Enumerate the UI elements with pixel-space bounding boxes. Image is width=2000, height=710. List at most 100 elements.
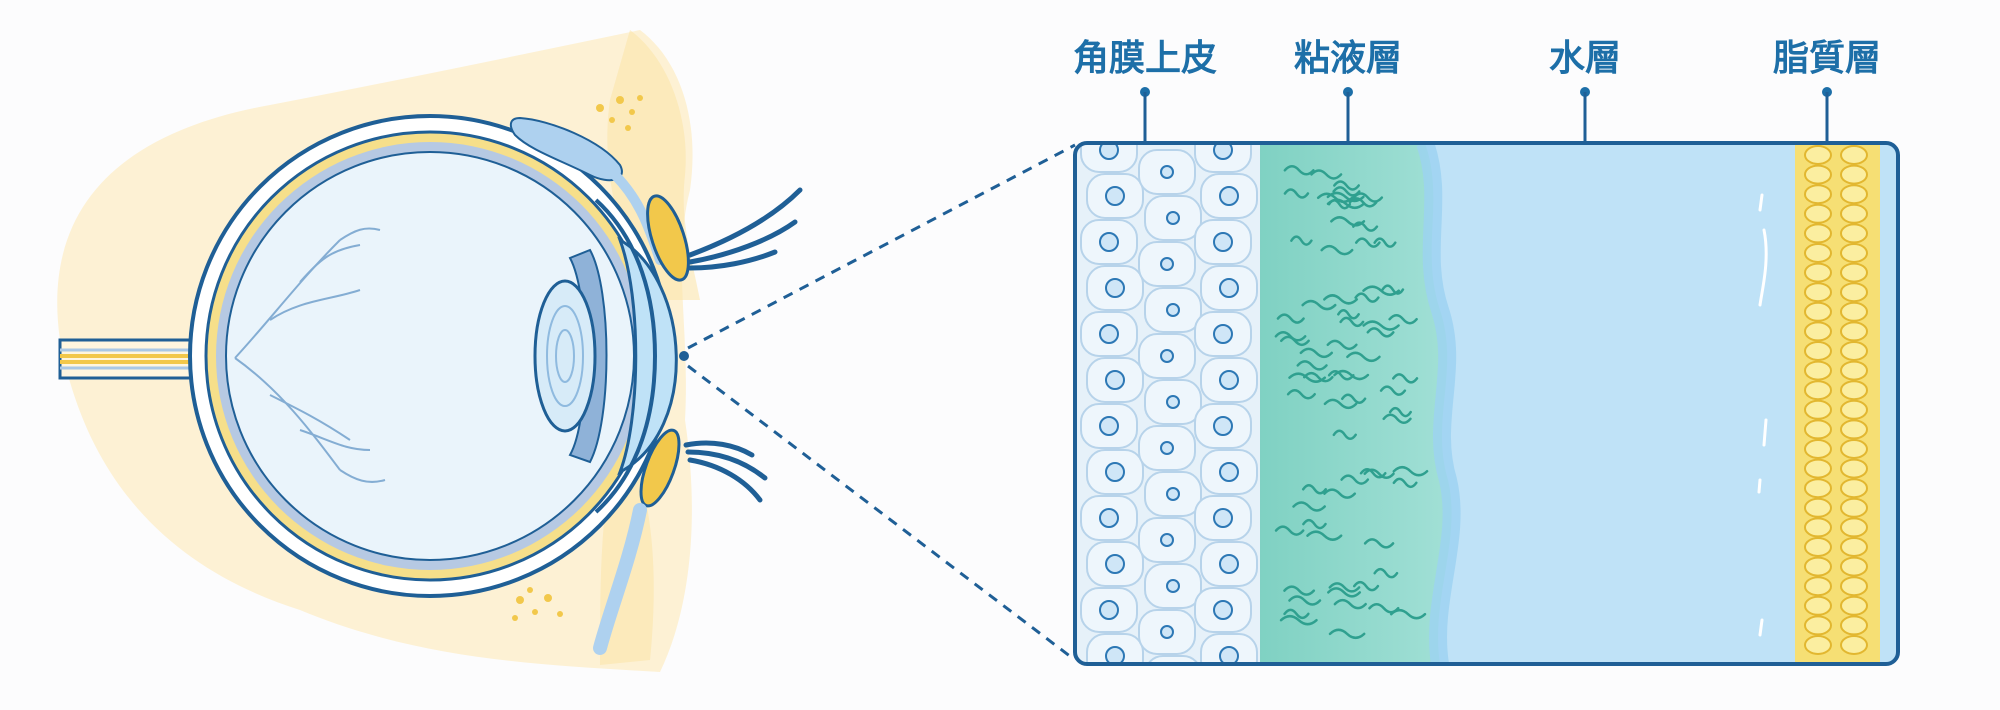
meibomian-gland-upper <box>646 194 690 282</box>
eyelashes-lower <box>683 440 768 503</box>
cell-nucleus <box>1099 508 1119 528</box>
vitreous-body <box>225 151 635 561</box>
mucin-strand <box>1326 191 1365 203</box>
cornea <box>617 236 678 476</box>
lipid-bead <box>1804 301 1832 322</box>
lipid-bead <box>1840 164 1868 185</box>
lipid-bead <box>1804 203 1832 224</box>
label-lipid-layer: 脂質層 <box>1773 38 1881 143</box>
lipid-bead <box>1804 439 1832 459</box>
mucin-strand <box>1328 628 1366 640</box>
mucin-strand <box>1339 316 1365 328</box>
mucin-strand <box>1362 285 1401 296</box>
lipid-bead <box>1840 360 1868 381</box>
mucin-strand <box>1323 294 1359 305</box>
mucin-strand <box>1306 530 1343 541</box>
mucin-strand <box>1340 474 1370 485</box>
mucin-strand <box>1368 603 1400 614</box>
lipid-bead <box>1840 537 1868 557</box>
fat-dots <box>512 95 643 621</box>
lipid-bead <box>1804 537 1832 557</box>
meibomian-gland-lower <box>639 428 681 508</box>
cell-nucleus <box>1105 554 1125 574</box>
lipid-bead <box>1804 478 1832 499</box>
mucin-strand <box>1333 180 1361 191</box>
lipid-bead <box>1804 517 1832 538</box>
lipid-bead <box>1840 145 1868 165</box>
label-lipid-layer-text: 脂質層 <box>1773 38 1881 79</box>
lipid-bead <box>1804 164 1832 185</box>
lipid-bead <box>1840 576 1868 597</box>
cell-nucleus <box>1213 143 1233 160</box>
mucin-strand <box>1290 235 1313 246</box>
mucin-strand <box>1323 488 1357 499</box>
lipid-bead <box>1840 262 1868 283</box>
tear-film-magnified <box>1075 143 1898 664</box>
mucin-strand <box>1301 484 1327 495</box>
lipid-bead <box>1804 341 1832 361</box>
label-mucin-layer-text: 粘液層 <box>1294 38 1402 79</box>
lipid-bead <box>1804 243 1832 263</box>
cell-nucleus <box>1099 143 1119 160</box>
lipid-bead <box>1804 282 1832 303</box>
cell-nucleus <box>1219 554 1239 574</box>
mucin-strand <box>1288 372 1327 383</box>
lipid-bead <box>1840 615 1868 636</box>
cell-nucleus <box>1099 232 1119 252</box>
epithelium-cells <box>1080 143 1258 664</box>
cell-nucleus <box>1219 462 1239 482</box>
mucin-strand <box>1348 197 1378 208</box>
mucin-strand <box>1352 580 1380 592</box>
cell-nucleus <box>1166 211 1180 225</box>
mucin-strand <box>1316 192 1354 204</box>
cell-nucleus <box>1219 186 1239 206</box>
lipid-bead <box>1840 184 1868 205</box>
mucin-strand <box>1363 538 1395 549</box>
lipid-bead <box>1804 262 1832 283</box>
mucin-strand <box>1303 371 1334 383</box>
mucin-strand <box>1301 299 1337 311</box>
mucin-strand <box>1279 335 1310 347</box>
lipid-bead <box>1804 458 1832 479</box>
mucin-strand <box>1392 477 1418 489</box>
mucin-strand <box>1392 465 1429 477</box>
mucin-strand <box>1388 406 1412 418</box>
mucin-strand <box>1362 320 1400 331</box>
lipid-bead <box>1804 635 1832 655</box>
mucin-strand <box>1299 347 1334 359</box>
cell-nucleus <box>1160 257 1174 271</box>
cell-nucleus <box>1099 324 1119 344</box>
mucin-strand <box>1326 198 1366 210</box>
lipid-bead <box>1840 556 1868 577</box>
mucin-strand <box>1381 284 1405 295</box>
cell-nucleus <box>1166 395 1180 409</box>
mucin-strand <box>1354 292 1380 303</box>
retinal-vessels <box>234 227 386 483</box>
lipid-bead <box>1840 439 1868 459</box>
mucin-strand <box>1327 370 1355 381</box>
corneal-sample-point <box>679 351 689 361</box>
lacrimal-gland <box>509 116 623 182</box>
mucin-strand <box>1326 339 1358 351</box>
mucin-strand <box>1283 165 1315 176</box>
mucin-strand <box>1382 413 1412 425</box>
magnified-box-border <box>1073 141 1900 666</box>
cell-nucleus <box>1160 165 1174 179</box>
cell-nucleus <box>1160 349 1174 363</box>
mucin-strand <box>1274 525 1305 536</box>
cell-nucleus <box>1219 646 1239 664</box>
mucin-strand <box>1352 221 1379 232</box>
lipid-bead <box>1840 341 1868 361</box>
lipid-bead <box>1804 321 1832 342</box>
cell-nucleus <box>1166 579 1180 593</box>
lipid-bead <box>1804 145 1832 165</box>
lipid-bead <box>1840 399 1868 420</box>
label-mucin-layer: 粘液層 <box>1294 38 1402 143</box>
cell-nucleus <box>1160 533 1174 547</box>
lipid-bead <box>1840 380 1868 401</box>
lipid-bead <box>1840 282 1868 303</box>
epithelial-cell <box>1144 655 1202 664</box>
cell-nucleus <box>1219 370 1239 390</box>
cell-nucleus <box>1213 232 1233 252</box>
